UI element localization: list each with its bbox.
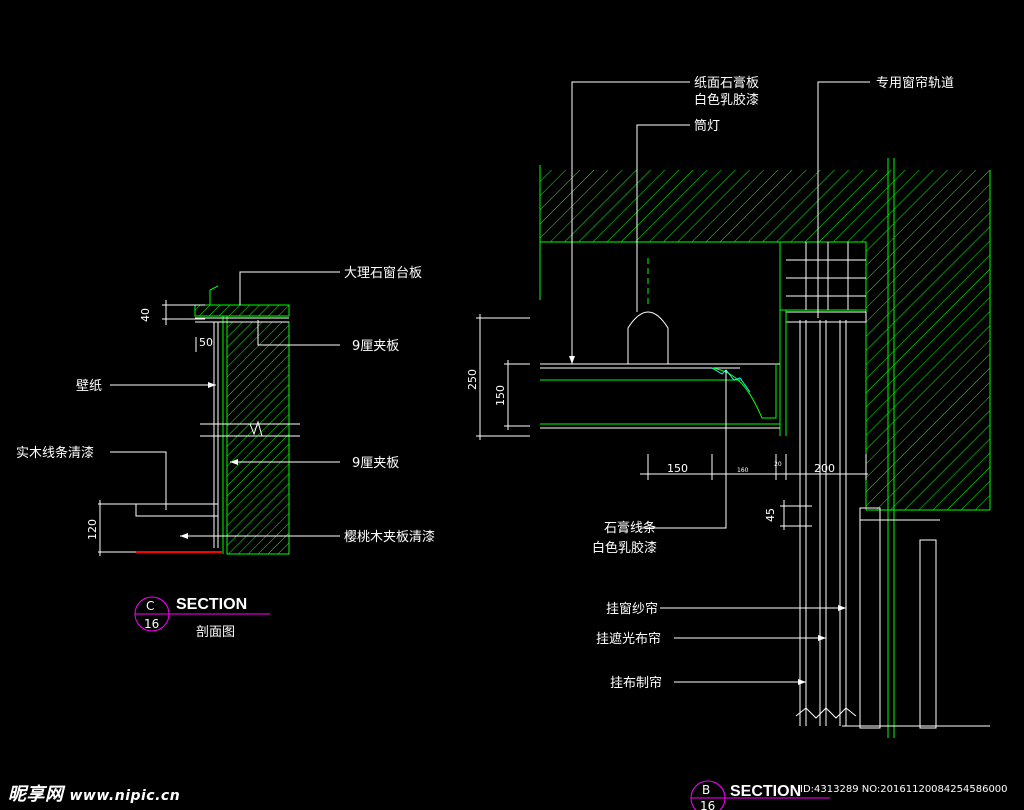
section-c-title: C 16 SECTION 剖面图 [134,596,270,640]
dim-20: 20 [774,461,782,468]
section-c-heading: SECTION [176,596,247,613]
dim-45: 45 [764,508,777,522]
skirting [135,503,219,517]
label-sheer-curtain: 挂窗纱帘 [606,601,658,617]
section-c-detail [98,271,340,556]
image-id: ID:4313289 NO:20161120084254586000 [800,784,1008,795]
label-plywood-1: 9厘夹板 [352,339,399,354]
wall-hatch [226,321,290,555]
label-curtain-track: 专用窗帘轨道 [876,75,954,91]
label-solid-wood: 实木线条清漆 [16,445,94,461]
label-cherry-ply: 樱桃木夹板清漆 [344,529,435,545]
curtain-box [779,241,867,311]
label-white-latex-1: 白色乳胶漆 [694,92,759,108]
gypsum-cornice [711,364,777,419]
label-marble-sill: 大理石窗台板 [344,265,422,281]
label-white-latex-2: 白色乳胶漆 [592,540,657,556]
dim-200: 200 [814,462,835,475]
downlight-body [627,311,669,364]
dim-150-vertical: 150 [494,385,507,406]
label-fabric-curtain: 挂布制帘 [610,675,662,691]
ceiling-slab [540,170,990,242]
dim-160: 160 [737,467,749,474]
watermark-url: www.nipic.cn [69,788,181,804]
label-plywood-2: 9厘夹板 [352,456,399,471]
watermark-text: 昵享网 [8,784,64,805]
label-wallpaper: 壁纸 [76,379,102,394]
dim-150-horizontal: 150 [667,462,688,475]
dim-250: 250 [466,369,479,390]
label-gypsum-line: 石膏线条 [604,520,656,536]
section-b-title: B 16 SECTION [690,780,830,810]
window-frame [859,507,881,729]
badge-c-bottom: 16 [144,617,159,631]
label-downlight: 筒灯 [694,118,720,134]
section-b-detail [476,81,991,738]
section-c-texts: 大理石窗台板 9厘夹板 壁纸 实木线条清漆 9厘夹板 樱桃木夹板清漆 40 50… [16,265,435,545]
dim-40: 40 [139,308,152,322]
dim-50: 50 [199,336,213,349]
right-wall [866,242,990,510]
badge-c-top: C [146,599,154,613]
section-c-subtitle: 剖面图 [196,625,235,640]
badge-b-top: B [702,783,710,797]
watermark: 昵享网 www.nipic.cn [8,780,180,806]
badge-b-bottom: 16 [700,799,715,810]
dim-120: 120 [86,519,99,540]
label-gypsum-board: 纸面石膏板 [694,75,759,91]
section-b-heading: SECTION [730,783,801,800]
marble-sill [194,304,290,317]
section-b-texts: 纸面石膏板 白色乳胶漆 筒灯 专用窗帘轨道 石膏线条 白色乳胶漆 挂窗纱帘 挂遮… [466,75,954,691]
label-blackout-curtain: 挂遮光布帘 [596,631,661,647]
